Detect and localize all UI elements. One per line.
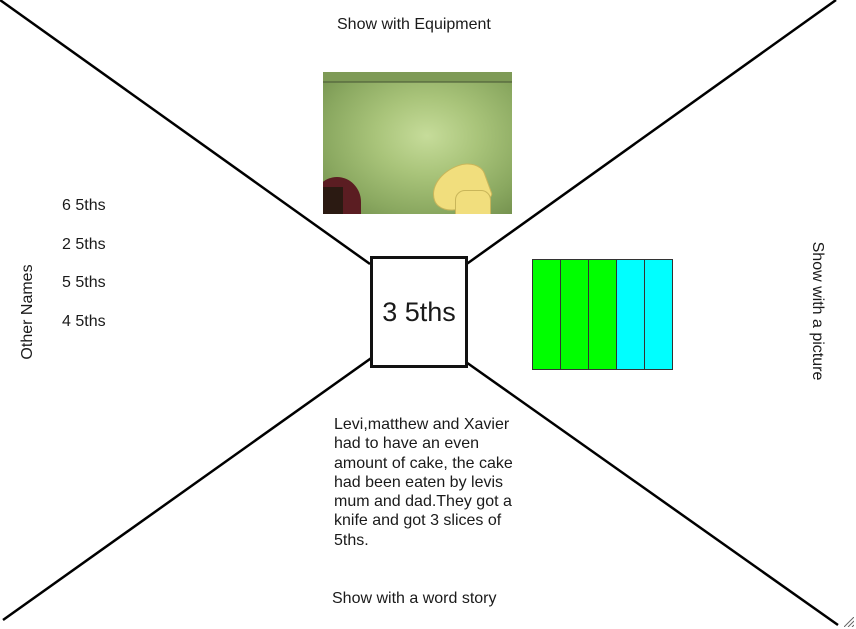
center-fraction: 3 5ths xyxy=(370,256,468,368)
other-names-heading: Other Names xyxy=(19,264,36,360)
other-name-item: 6 5ths xyxy=(62,197,106,214)
word-story-heading: Show with a word story xyxy=(332,590,497,607)
equipment-photo xyxy=(323,72,512,214)
other-name-item: 5 5ths xyxy=(62,274,106,292)
resize-grip-icon[interactable] xyxy=(844,617,854,627)
shaded-part xyxy=(561,260,589,369)
other-name-item: 4 5ths xyxy=(62,313,106,331)
equipment-heading: Show with Equipment xyxy=(337,16,491,33)
picture-heading: Show with a picture xyxy=(809,241,826,381)
unshaded-part xyxy=(645,260,672,369)
fraction-bar-picture xyxy=(532,259,673,370)
unshaded-part xyxy=(617,260,645,369)
word-story-text: Levi,matthew and Xavier had to have an e… xyxy=(334,416,513,549)
other-names-list: 6 5ths 2 5ths 5 5ths 4 5ths xyxy=(62,196,106,351)
shaded-part xyxy=(533,260,561,369)
shaded-part xyxy=(589,260,617,369)
other-name-item: 2 5ths xyxy=(62,235,106,253)
